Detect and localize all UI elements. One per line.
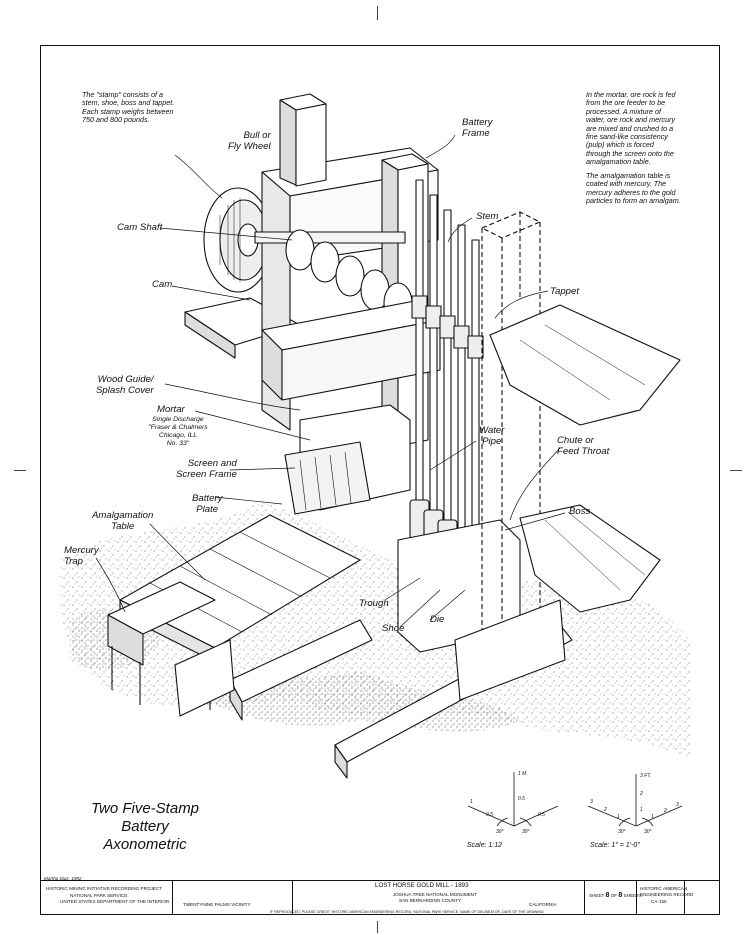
ore-platform-upper <box>489 304 681 426</box>
reproduction-credit: IF REPRODUCED, PLEASE CREDIT: HISTORIC A… <box>270 910 544 914</box>
haer-line-1: HISTORIC AMERICAN <box>640 886 688 891</box>
county-name: SAN BERNARDINO COUNTY <box>399 898 462 903</box>
scale-left-angle-left: 30° <box>496 829 504 835</box>
screen-frame <box>284 441 371 515</box>
label-mortar: Mortar <box>157 404 185 415</box>
scale-left-tick-top: 1 M <box>518 771 527 777</box>
monument-name: JOSHUA TREE NATIONAL MONUMENT <box>393 892 477 897</box>
scale-right-tick-1: 1 <box>640 807 643 813</box>
scale-right-tick-2: 2 <box>639 791 643 797</box>
scale-left-tick-left-mid: 0.5 <box>486 812 493 818</box>
stamp-stems <box>415 179 480 581</box>
tappets <box>411 295 484 359</box>
label-tappet: Tappet <box>550 286 579 297</box>
agency-name: NATIONAL PARK SERVICE <box>70 893 128 898</box>
crop-mark-left <box>14 470 26 471</box>
department-name: UNITED STATES DEPARTMENT OF THE INTERIOR <box>60 899 170 904</box>
project-name: HISTORIC MINING INITIATIVE RECORDING PRO… <box>46 886 162 891</box>
scale-axes-left <box>467 772 559 827</box>
scale-right-right-2: 2 <box>663 808 667 814</box>
label-die: Die <box>430 614 445 625</box>
scale-left-angle-right: 30° <box>522 829 530 835</box>
sheet-number-line: SHEET 8 OF 8 SHEETS <box>589 892 642 899</box>
scale-axes-right <box>587 774 683 827</box>
scale-right-left-3: 3 <box>590 799 593 805</box>
scale-right-angle-right: 30° <box>644 829 652 835</box>
label-cam: Cam <box>152 279 173 290</box>
base-timber-4 <box>174 639 235 717</box>
label-shoe: Shoe <box>382 623 405 634</box>
title-block-sheet-cell: SHEET 8 OF 8 SHEETS <box>585 881 642 915</box>
label-wood-guide: Wood Guide/Splash Cover <box>96 374 154 396</box>
crop-mark-bottom <box>377 921 378 933</box>
scale-right-angle-left: 30° <box>618 829 626 835</box>
of-label: OF <box>610 893 618 898</box>
label-cam-shaft: Cam Shaft <box>117 222 163 233</box>
location: TWENTYNINE PALMS VICINITY <box>183 902 251 907</box>
sheet-label: SHEET <box>589 893 605 898</box>
title-block: HISTORIC MINING INITIATIVE RECORDING PRO… <box>40 880 720 915</box>
title-block-location-cell: TWENTYNINE PALMS VICINITY <box>173 881 293 915</box>
title-block-haer-cell: HISTORIC AMERICAN ENGINEERING RECORD CA-… <box>637 881 693 915</box>
scale-right-tick-top: 3 FT. <box>640 773 651 779</box>
scale-caption-left: Scale: 1:12 <box>467 842 503 849</box>
title-block-title-cell: LOST HORSE GOLD MILL - 1893 JOSHUA TREE … <box>293 881 585 915</box>
scale-right-right-3: 3 <box>676 802 679 808</box>
scale-left-tick-mid: 0.5 <box>518 796 525 802</box>
sheets-label: SHEETS <box>623 893 642 898</box>
scale-left-tick-right: 0.5 <box>538 812 545 818</box>
scale-right-left-1: 1 <box>617 814 620 820</box>
drawn-by-value: Martha Diaz, 1992 <box>44 876 82 881</box>
scale-left-tick-left: 1 <box>470 799 473 805</box>
scale-caption-right: Scale: 1" = 1'-0" <box>590 842 640 849</box>
label-stem: Stem <box>476 211 499 222</box>
label-mortar-subtitle: Single Discharge"Fraser & Chalmers Chica… <box>148 416 208 447</box>
label-trough: Trough <box>359 598 389 609</box>
haer-line-2: ENGINEERING RECORD <box>640 892 694 897</box>
haer-number: CA-155 <box>651 899 667 904</box>
scale-right-right-1: 1 <box>651 814 654 820</box>
scale-right-left-2: 2 <box>603 807 607 813</box>
crop-mark-top <box>377 6 378 20</box>
drawn-by: Martha Diaz, 1992 <box>44 876 82 881</box>
sheet-number: 8 <box>605 892 610 899</box>
base-timber-3 <box>454 599 566 701</box>
drawing-sheet-border <box>40 45 720 915</box>
sheet-total: 8 <box>618 892 623 899</box>
title-block-project-cell: HISTORIC MINING INITIATIVE RECORDING PRO… <box>40 881 173 915</box>
ore-platform-lower <box>519 504 661 613</box>
leader-lines <box>95 134 566 628</box>
mill-title: LOST HORSE GOLD MILL - 1893 <box>375 882 469 889</box>
state-name: CALIFORNIA <box>529 902 557 907</box>
label-boss: Boss <box>569 506 591 517</box>
crop-mark-right <box>730 470 742 471</box>
